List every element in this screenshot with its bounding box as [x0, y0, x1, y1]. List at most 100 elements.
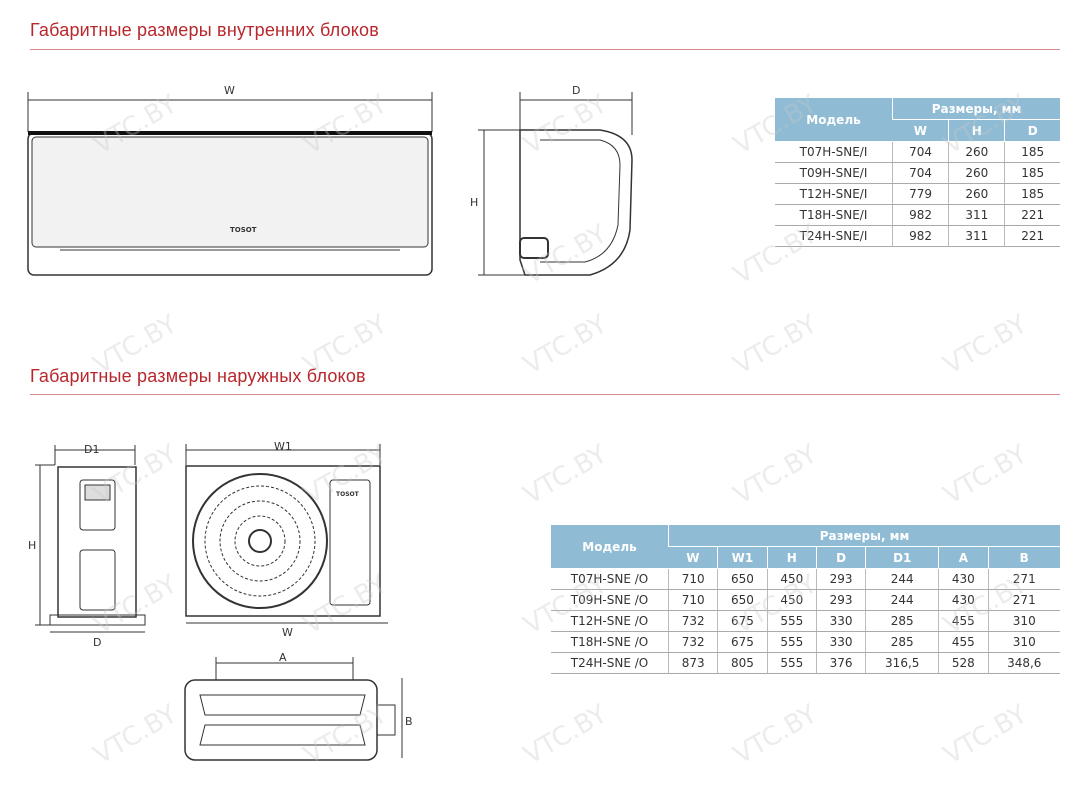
value-cell: 704 [891, 162, 949, 184]
value-cell: 982 [891, 225, 949, 247]
value-cell: 311 [948, 204, 1005, 226]
model-cell: T24H-SNE /O [551, 652, 669, 674]
value-cell: 873 [667, 652, 718, 674]
value-cell: 185 [1004, 183, 1060, 205]
model-cell: T09H-SNE/I [775, 162, 893, 184]
column-header: H [948, 119, 1005, 142]
dim-label-d: D [93, 636, 101, 649]
value-cell: 376 [815, 652, 866, 674]
model-header: Модель [775, 98, 893, 142]
indoor-side-view [478, 92, 633, 276]
value-cell: 244 [865, 589, 939, 611]
column-header: A [938, 546, 989, 569]
model-header: Модель [551, 525, 669, 569]
value-cell: 310 [987, 610, 1060, 632]
value-cell: 732 [667, 631, 718, 653]
model-cell: T12H-SNE/I [775, 183, 893, 205]
model-cell: T18H-SNE/I [775, 204, 893, 226]
value-cell: 260 [948, 162, 1005, 184]
value-cell: 650 [717, 568, 768, 590]
dim-label-w1: W1 [274, 440, 292, 453]
value-cell: 285 [865, 631, 939, 653]
value-cell: 244 [865, 568, 939, 590]
value-cell: 805 [717, 652, 768, 674]
value-cell: 185 [1004, 141, 1060, 163]
value-cell: 221 [1004, 225, 1060, 247]
column-header: D1 [865, 546, 939, 569]
value-cell: 330 [815, 610, 866, 632]
column-header: W1 [717, 546, 768, 569]
value-cell: 430 [938, 589, 989, 611]
value-cell: 293 [815, 568, 866, 590]
value-cell: 348,6 [987, 652, 1060, 674]
value-cell: 555 [766, 652, 817, 674]
value-cell: 555 [766, 631, 817, 653]
value-cell: 650 [717, 589, 768, 611]
brand-logo: TOSOT [336, 491, 360, 498]
model-cell: T12H-SNE /O [551, 610, 669, 632]
column-header: D [1004, 119, 1060, 142]
value-cell: 260 [948, 183, 1005, 205]
value-cell: 675 [717, 610, 768, 632]
model-cell: T07H-SNE/I [775, 141, 893, 163]
model-cell: T18H-SNE /O [551, 631, 669, 653]
indoor-section-title: Габаритные размеры внутренних блоков [30, 20, 380, 40]
column-header: W [892, 119, 949, 142]
dim-label-a: A [279, 651, 287, 664]
value-cell: 185 [1004, 162, 1060, 184]
outdoor-side-view [35, 445, 146, 633]
dim-label-b: B [405, 715, 413, 728]
dim-label-w: W [224, 84, 235, 97]
dim-label-h: H [470, 196, 478, 209]
dim-label-d: D [572, 84, 580, 97]
dim-label-d1: D1 [84, 443, 99, 456]
model-cell: T07H-SNE /O [551, 568, 669, 590]
value-cell: 271 [987, 589, 1060, 611]
value-cell: 455 [938, 610, 989, 632]
divider [30, 49, 1060, 50]
value-cell: 221 [1004, 204, 1060, 226]
outdoor-top-view [184, 657, 403, 761]
dim-label-w: W [282, 626, 293, 639]
value-cell: 704 [891, 141, 949, 163]
value-cell: 710 [667, 568, 718, 590]
dim-label-h: H [28, 539, 36, 552]
value-cell: 555 [766, 610, 817, 632]
dims-header: Размеры, мм [668, 525, 1060, 547]
value-cell: 271 [987, 568, 1060, 590]
column-header: W [668, 546, 718, 569]
brand-logo: TOSOT [230, 226, 257, 234]
column-header: D [815, 546, 866, 569]
value-cell: 311 [948, 225, 1005, 247]
column-header: B [987, 546, 1060, 569]
value-cell: 528 [938, 652, 989, 674]
value-cell: 982 [891, 204, 949, 226]
outdoor-front-view: TOSOT [185, 444, 388, 624]
value-cell: 732 [667, 610, 718, 632]
value-cell: 310 [987, 631, 1060, 653]
divider [30, 394, 1060, 395]
value-cell: 260 [948, 141, 1005, 163]
outdoor-section-title: Габаритные размеры наружных блоков [30, 366, 366, 386]
value-cell: 450 [766, 589, 817, 611]
column-header: H [766, 546, 817, 569]
value-cell: 330 [815, 631, 866, 653]
value-cell: 430 [938, 568, 989, 590]
dims-header: Размеры, мм [892, 98, 1060, 120]
model-cell: T09H-SNE /O [551, 589, 669, 611]
value-cell: 293 [815, 589, 866, 611]
indoor-front-view: TOSOT [27, 92, 433, 276]
